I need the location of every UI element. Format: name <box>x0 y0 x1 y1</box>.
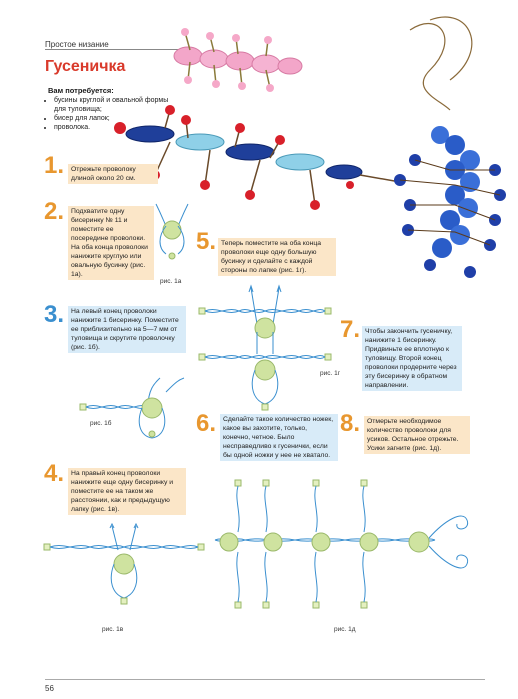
materials-item: бисер для лапок; <box>54 114 169 123</box>
step-6-number: 6. <box>196 410 217 437</box>
step-7-number: 7. <box>340 316 361 343</box>
materials-heading: Вам потребуется: <box>48 86 114 95</box>
section-label: Простое низание <box>45 40 109 49</box>
step-8-number: 8. <box>340 410 361 437</box>
caption-fig1b: рис. 1б <box>90 420 112 427</box>
step-1-text: Отрежьте проволоку длиной около 20 см. <box>68 164 158 184</box>
materials-list: бусины круглой и овальной формы для туло… <box>44 96 169 132</box>
materials-item: проволока. <box>54 123 169 132</box>
step-8-text: Отмерьте необходимое количество проволок… <box>364 416 470 454</box>
materials-item: бусины круглой и овальной формы для туло… <box>54 96 169 114</box>
caption-fig1g: рис. 1г <box>320 370 341 377</box>
caterpillar-photo <box>114 16 506 278</box>
page-number: 56 <box>45 684 54 693</box>
step-7-text: Чтобы закончить гусеничку, нанижите 1 би… <box>362 326 462 391</box>
step-3-text: На левый конец проволоки нанижите 1 бисе… <box>68 306 186 353</box>
step-6-text: Сделайте такое количество ножек, какое в… <box>220 414 338 461</box>
step-4-text: На правый конец проволоки нанижите еще о… <box>68 468 186 515</box>
blue-caterpillar <box>114 105 401 210</box>
caption-fig1a: рис. 1а <box>160 278 182 285</box>
figure-1a <box>155 203 189 260</box>
step-3-number: 3. <box>44 301 65 328</box>
step-5-number: 5. <box>196 228 217 255</box>
figure-1b <box>79 377 185 439</box>
figure-1v <box>43 522 205 605</box>
step-2-number: 2. <box>44 198 65 225</box>
step-2-text: Подхватите одну бисеринку № 11 и помести… <box>68 206 154 280</box>
caption-fig1d: рис. 1д <box>334 626 356 633</box>
step-1-number: 1. <box>44 152 65 179</box>
footer-rule <box>45 679 485 680</box>
figure-1d <box>214 479 469 609</box>
figure-1g <box>198 284 332 411</box>
caption-fig1v: рис. 1в <box>102 626 124 633</box>
step-5-text: Теперь поместите на оба конца проволоки … <box>218 238 336 276</box>
page-title: Гусеничка <box>45 58 126 75</box>
header-rule <box>45 49 185 50</box>
pink-caterpillar <box>173 28 303 92</box>
step-4-number: 4. <box>44 460 65 487</box>
blue-bead-caterpillar <box>394 126 506 278</box>
